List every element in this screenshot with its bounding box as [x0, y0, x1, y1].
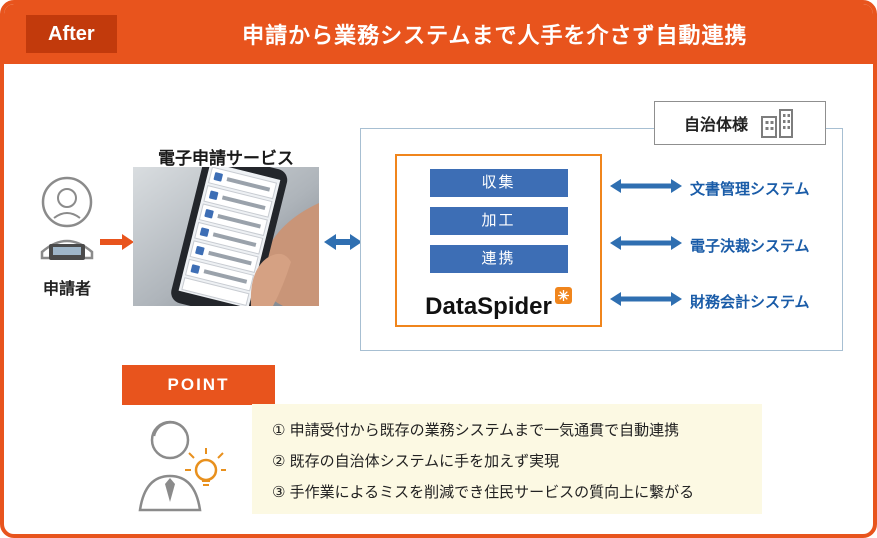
dataspider-icon: [554, 283, 572, 311]
municipality-label-text: 自治体様: [683, 117, 748, 134]
municipality-label: 自治体様: [654, 101, 826, 145]
point-box: ① 申請受付から既存の業務システムまで一気通貫で自動連携 ② 既存の自治体システ…: [252, 404, 762, 514]
applicant-label: 申請者: [42, 281, 91, 298]
person-idea-icon: [138, 420, 226, 512]
arrow-right-icon: [100, 234, 134, 250]
point-item-3: ③ 手作業によるミスを削減でき住民サービスの質向上に繋がる: [272, 484, 695, 501]
point-item-2: ② 既存の自治体システムに手を加えず実現: [272, 453, 560, 470]
page-title: 申請から業務システムまで人手を介さず自動連携: [242, 23, 748, 48]
smartphone-photo: [133, 167, 319, 306]
point-item-1: ① 申請受付から既存の業務システムまで一気通貫で自動連携: [272, 422, 680, 439]
double-arrow-icon: [324, 234, 362, 250]
point-badge: POINT: [122, 365, 275, 405]
header: After 申請から業務システムまで人手を介さず自動連携: [4, 4, 873, 64]
person-icon: [40, 176, 94, 260]
double-arrow-finance-icon: [610, 292, 682, 306]
step-process: 加工: [429, 207, 568, 235]
smartphone-photo-art: [133, 167, 319, 306]
dataspider-logo: DataSpider: [397, 283, 600, 321]
dataspider-box: 収集 加工 連携 DataSpider: [395, 154, 602, 327]
step-connect: 連携: [429, 245, 568, 273]
building-icon: [761, 109, 793, 138]
double-arrow-approval-icon: [610, 236, 682, 250]
dataspider-logo-text: DataSpider: [425, 293, 552, 320]
double-arrow-doc-icon: [610, 179, 682, 193]
system-e-approval: 電子決裁システム: [690, 238, 810, 255]
service-label: 電子申請サービス: [158, 149, 294, 168]
step-collect: 収集: [429, 169, 568, 197]
system-doc-management: 文書管理システム: [690, 181, 810, 198]
after-badge: After: [26, 15, 117, 53]
applicant-figure: 申請者: [28, 174, 106, 299]
system-finance-accounting: 財務会計システム: [690, 294, 810, 311]
